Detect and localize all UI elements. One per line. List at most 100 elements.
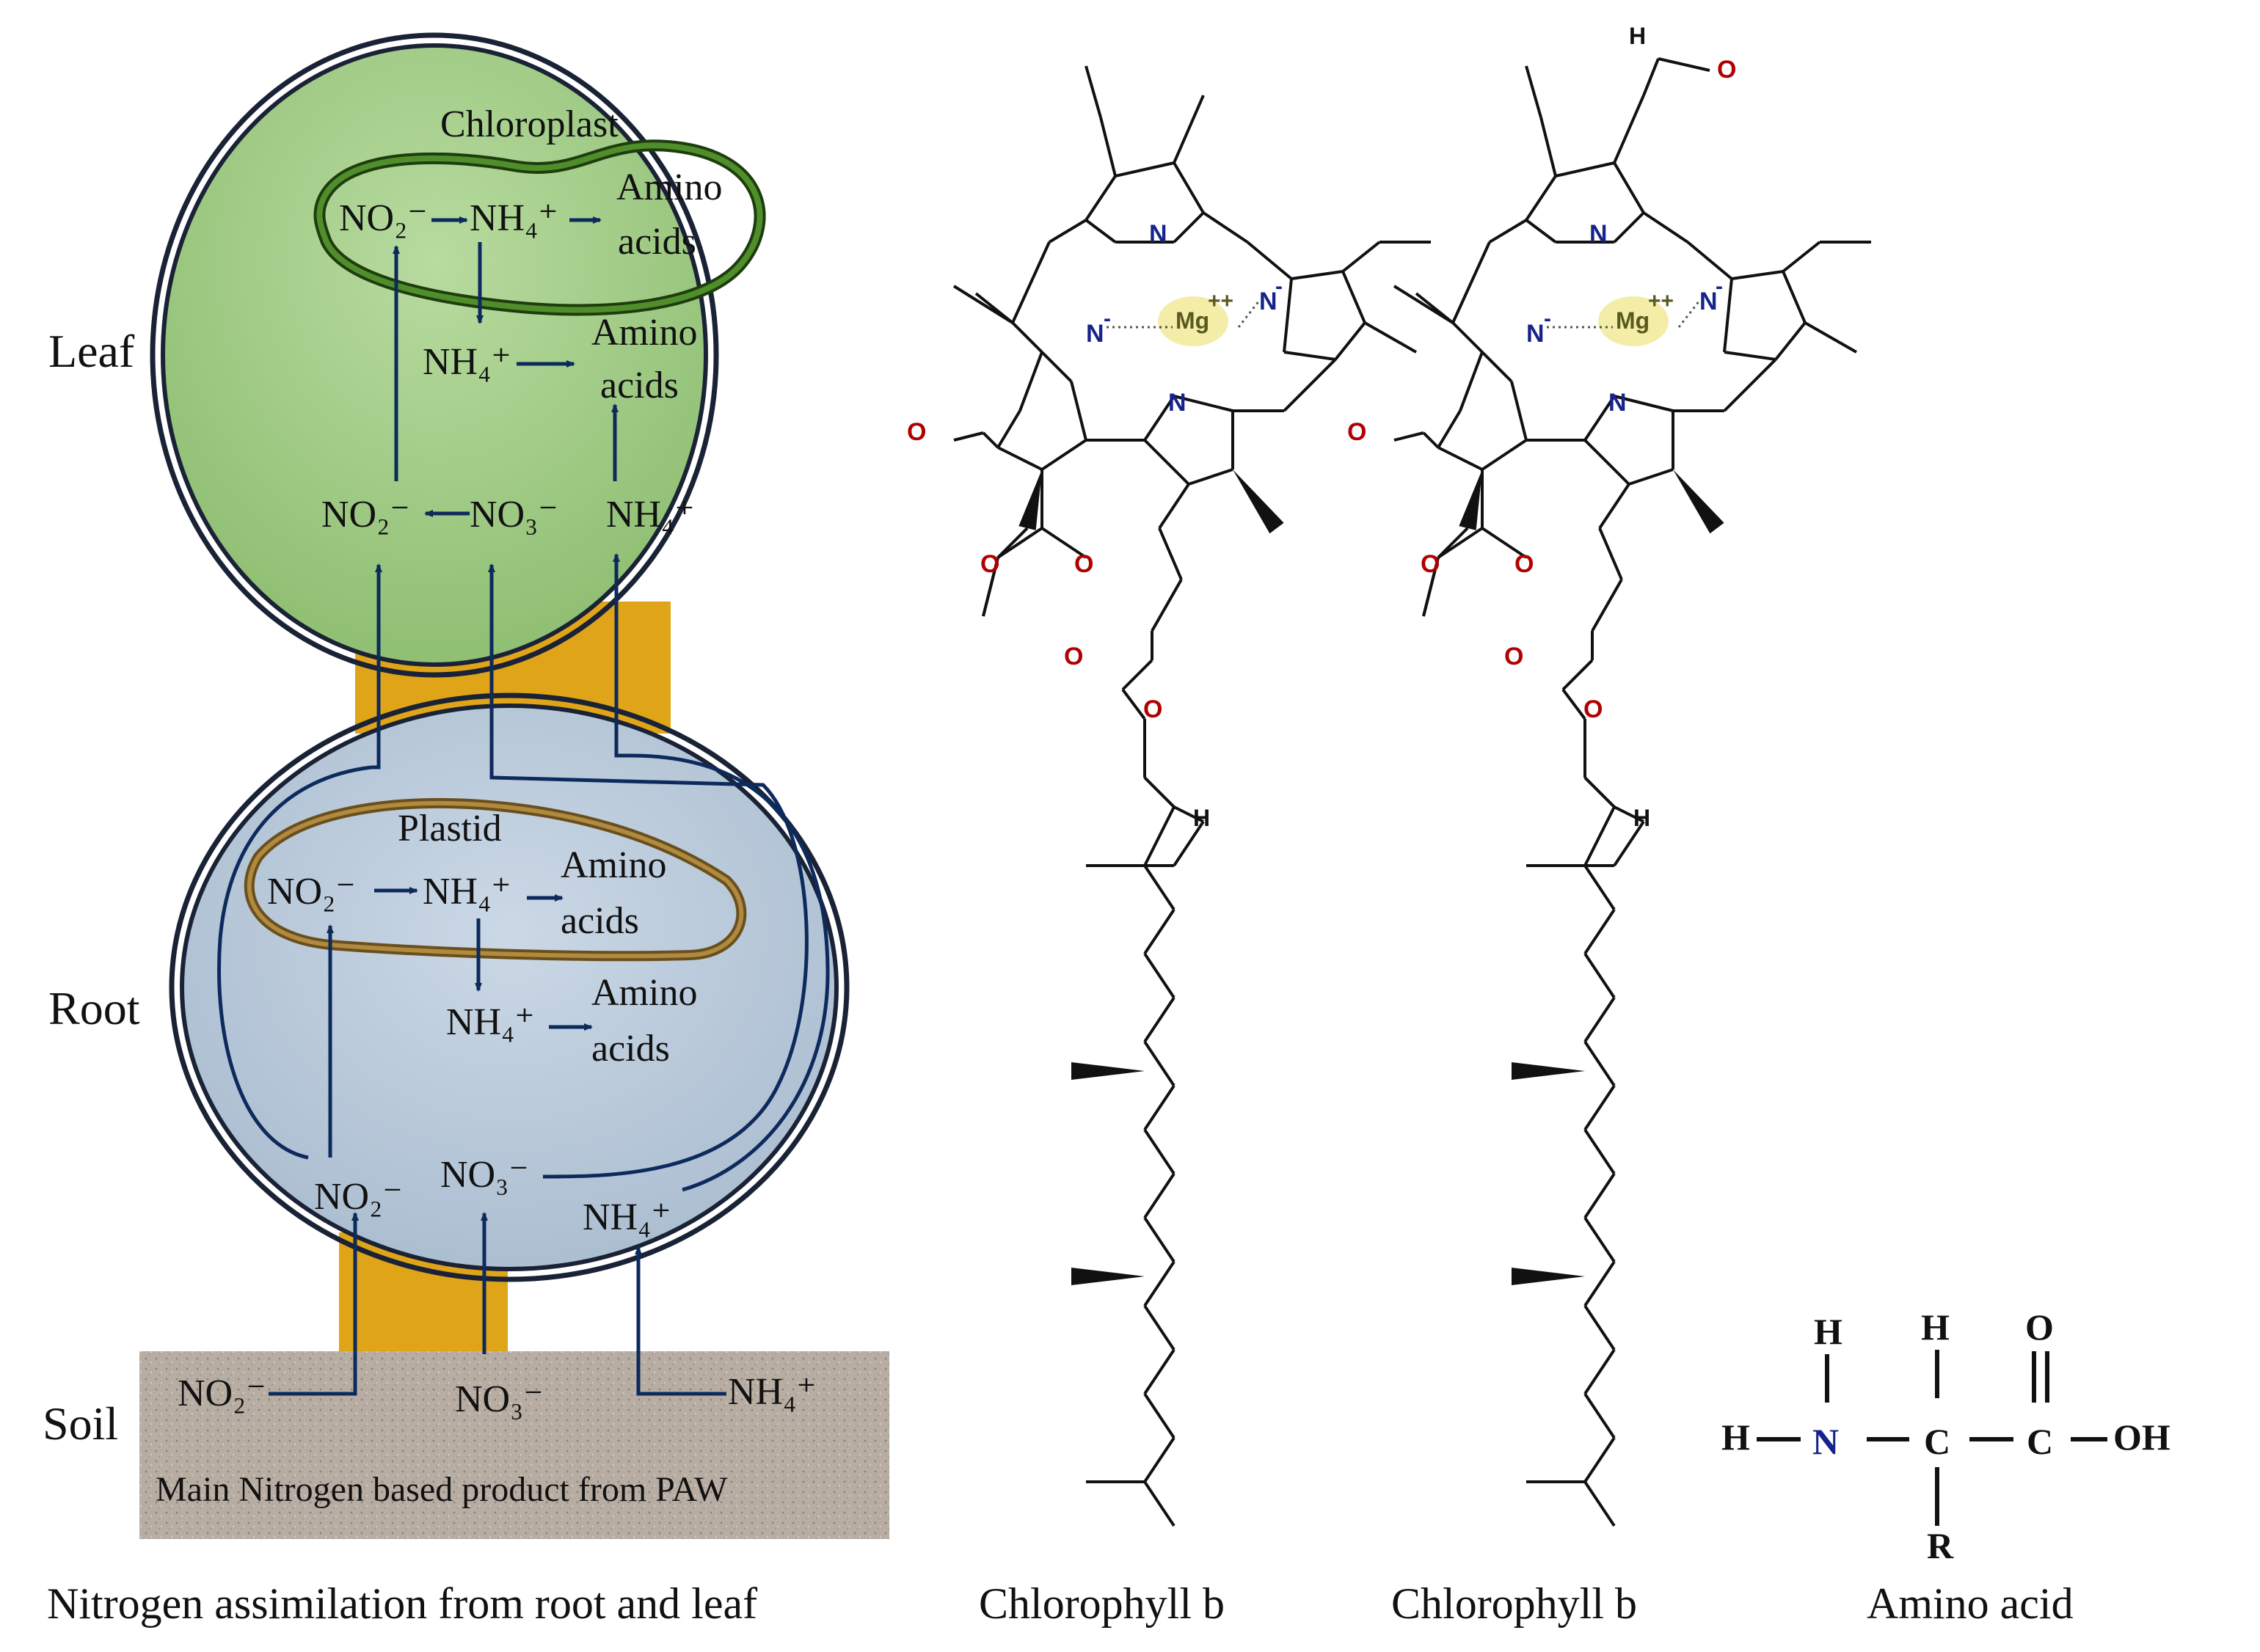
stereo-wedge [1071, 1062, 1145, 1080]
bond [1583, 1216, 1616, 1263]
magnesium-glow [1598, 296, 1669, 346]
bond [1143, 1348, 1175, 1395]
oxygen-atom: O [1064, 643, 1083, 670]
aa-c-carboxyl: C [2027, 1421, 2053, 1462]
bond [1658, 57, 1710, 72]
bond [1341, 241, 1381, 273]
hydrogen-atom: H [1629, 23, 1646, 49]
flow-arrows [217, 216, 830, 1396]
bond [1143, 952, 1175, 999]
bond [1115, 161, 1175, 178]
bond [1173, 395, 1233, 412]
bond [1583, 1040, 1616, 1087]
bond [1143, 996, 1175, 1043]
bond [1143, 439, 1190, 486]
bond [997, 446, 1043, 471]
bond [1151, 579, 1183, 632]
soil-caption: Main Nitrogen based product from PAW [156, 1470, 728, 1509]
leaf-label: Leaf [48, 325, 135, 377]
bond [1202, 211, 1249, 244]
bond [1422, 557, 1440, 617]
bond [1510, 381, 1528, 441]
bond [1774, 321, 1807, 361]
bond [1613, 820, 1645, 867]
bond [1143, 806, 1175, 866]
stereo-wedge [1018, 469, 1042, 530]
bond [1723, 358, 1777, 412]
bond [1598, 527, 1623, 580]
bond [1583, 1128, 1616, 1175]
nitrogen-anion-atom: N [1086, 320, 1104, 348]
bond [1437, 527, 1469, 559]
leaf-cell [161, 43, 708, 667]
bond [953, 431, 984, 442]
bond [1011, 241, 1051, 324]
root-cyto-amino-2: acids [591, 1028, 670, 1070]
leaf-plastid-amino-1: Amino [616, 167, 722, 208]
bond [1143, 1128, 1175, 1175]
bond [1583, 1172, 1616, 1219]
aa-n: N [1812, 1421, 1839, 1462]
bond [1011, 321, 1043, 354]
bond [1555, 161, 1615, 178]
root-cyto-ammonium: NH₄⁺ [446, 1001, 535, 1043]
magnesium-atom: Mg [1175, 307, 1209, 334]
leaf-in-nitrite: NO₂⁻ [321, 494, 410, 536]
aa-oh: OH [2113, 1417, 2170, 1458]
bond [1782, 271, 1807, 324]
magnesium-charge: ++ [1648, 289, 1674, 313]
bond [1173, 211, 1205, 244]
coordination-bond [1237, 300, 1261, 328]
bond [1099, 117, 1117, 177]
bond [1364, 321, 1417, 354]
bond [1143, 1436, 1175, 1483]
bond [1334, 321, 1366, 361]
leaf-cyto-amino-2: acids [600, 365, 679, 406]
bond [1451, 321, 1484, 354]
bond [1291, 270, 1344, 280]
bond [1583, 864, 1616, 911]
bond [982, 557, 999, 617]
caption-chlorophyll-1: Chlorophyll b [979, 1579, 1225, 1628]
aa-h-top-c: H [1921, 1306, 1950, 1348]
bond [1598, 483, 1630, 530]
arrow-soil-nitrite [269, 1212, 359, 1396]
arrow-ammonium-to-leaf [613, 553, 830, 1192]
bond [1085, 219, 1117, 244]
bond [1613, 95, 1645, 164]
arrow-soil-ammonium [635, 1246, 726, 1396]
bond [1628, 468, 1674, 486]
nitrogen-atom: N [1608, 389, 1627, 417]
plastid-label: Plastid [398, 808, 502, 849]
nitrogen-atom: N [1589, 220, 1608, 248]
bond [1583, 1304, 1616, 1351]
magnesium-atom: Mg [1616, 307, 1650, 334]
oxygen-atom: O [1421, 550, 1440, 578]
root-in-nitrate: NO₃⁻ [440, 1154, 529, 1196]
caption-chlorophyll-2: Chlorophyll b [1391, 1579, 1637, 1628]
oxygen-atom: O [1143, 695, 1162, 723]
bond [1583, 996, 1616, 1043]
arrow-nitrate-to-leaf [488, 563, 809, 1179]
bond [1158, 483, 1190, 530]
bond [1583, 1480, 1616, 1527]
soil-nitrite: NO₂⁻ [178, 1373, 266, 1414]
caption-amino-acid: Amino acid [1867, 1579, 2074, 1628]
bond [1143, 776, 1175, 808]
bond [1143, 1304, 1175, 1351]
leaf-cyto-amino-1: Amino [591, 312, 697, 354]
stereo-wedge [1512, 1062, 1585, 1080]
aa-o-top: O [2025, 1306, 2054, 1348]
root-cell-outer [169, 692, 850, 1282]
bond [952, 285, 1014, 324]
root-in-ammonium: NH₄⁺ [583, 1196, 671, 1238]
bond [1642, 211, 1689, 244]
bond [1070, 381, 1087, 441]
bond [1459, 351, 1484, 412]
bond [1437, 409, 1462, 449]
leaf-cell-outer [150, 32, 719, 678]
bond [1804, 321, 1857, 354]
bond [1158, 527, 1183, 580]
bond [1085, 175, 1117, 222]
root-plastid-nitrite: NO₂⁻ [267, 871, 356, 913]
